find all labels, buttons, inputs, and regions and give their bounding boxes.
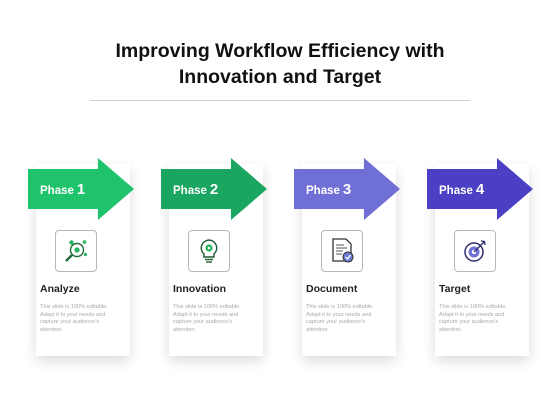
phase-number: 2 xyxy=(209,181,219,198)
phase-label: Phase xyxy=(306,185,340,197)
phase-label: Phase xyxy=(439,185,473,197)
slide-title: Improving Workflow Efficiency with Innov… xyxy=(0,38,560,90)
icon-box-3 xyxy=(321,230,363,272)
target-arrow-icon xyxy=(464,240,486,262)
phase-description-2: This slide is 100% editable. Adapt it to… xyxy=(173,304,241,333)
lightbulb-gear-icon xyxy=(200,239,218,263)
icon-box-4 xyxy=(454,230,496,272)
phase-label: Phase xyxy=(40,185,74,197)
phase-description-1: This slide is 100% editable. Adapt it to… xyxy=(40,304,108,333)
title-divider xyxy=(90,100,470,101)
icon-box-2 xyxy=(188,230,230,272)
title-line-2: Innovation and Target xyxy=(178,66,382,88)
phase-name-1: Analyze xyxy=(40,283,80,295)
phase-name-2: Innovation xyxy=(173,283,227,295)
phase-name-3: Document xyxy=(306,283,358,295)
phase-number: 1 xyxy=(76,181,86,198)
icon-box-1 xyxy=(55,230,97,272)
phase-number: 3 xyxy=(342,181,352,198)
document-check-icon xyxy=(332,238,354,263)
phase-label: Phase xyxy=(173,185,207,197)
magnifier-gear-icon xyxy=(65,240,88,262)
title-line-1: Improving Workflow Efficiency with xyxy=(115,40,445,62)
phase-description-3: This slide is 100% editable. Adapt it to… xyxy=(306,304,374,333)
phase-name-4: Target xyxy=(439,283,471,295)
phase-description-4: This slide is 100% editable. Adapt it to… xyxy=(439,304,507,333)
phase-number: 4 xyxy=(475,181,485,198)
